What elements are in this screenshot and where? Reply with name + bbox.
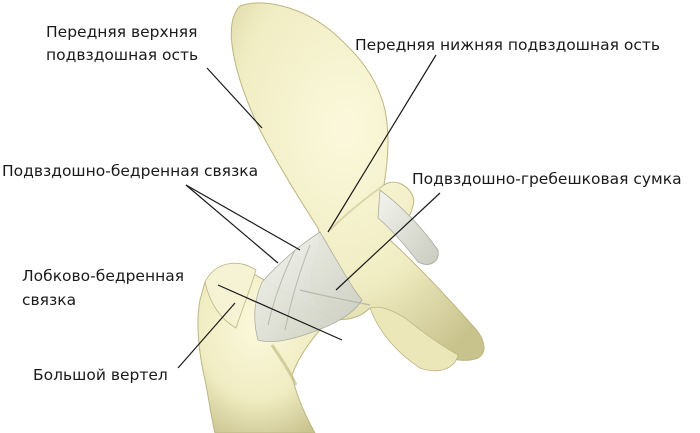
leader-line-iliofemoral-b bbox=[185, 184, 301, 251]
label-pubofemoral-line2: связка bbox=[22, 291, 77, 309]
label-asis-line1: Передняя верхняя bbox=[46, 23, 198, 41]
leader-line-pubofemoral bbox=[217, 284, 343, 341]
label-greater-trochanter: Большой вертел bbox=[33, 366, 168, 384]
leader-line-asis bbox=[206, 67, 263, 129]
leader-line-iliopectineal bbox=[335, 192, 441, 291]
ligaments bbox=[254, 189, 439, 343]
label-asis-line2: подвздошная ость bbox=[46, 46, 199, 64]
label-iliofemoral-ligament: Подвздошно-бедренная связка bbox=[2, 162, 259, 180]
hip-bone bbox=[230, 2, 485, 372]
leader-line-aiis bbox=[327, 54, 437, 233]
leader-line-trochanter bbox=[177, 302, 236, 369]
label-aiis: Передняя нижняя подвздошная ость bbox=[355, 36, 661, 54]
label-iliopectineal-bursa: Подвздошно-гребешковая сумка bbox=[412, 170, 682, 188]
leader-line-iliofemoral-a bbox=[185, 184, 279, 264]
label-pubofemoral-line1: Лобково-бедренная bbox=[22, 267, 185, 285]
